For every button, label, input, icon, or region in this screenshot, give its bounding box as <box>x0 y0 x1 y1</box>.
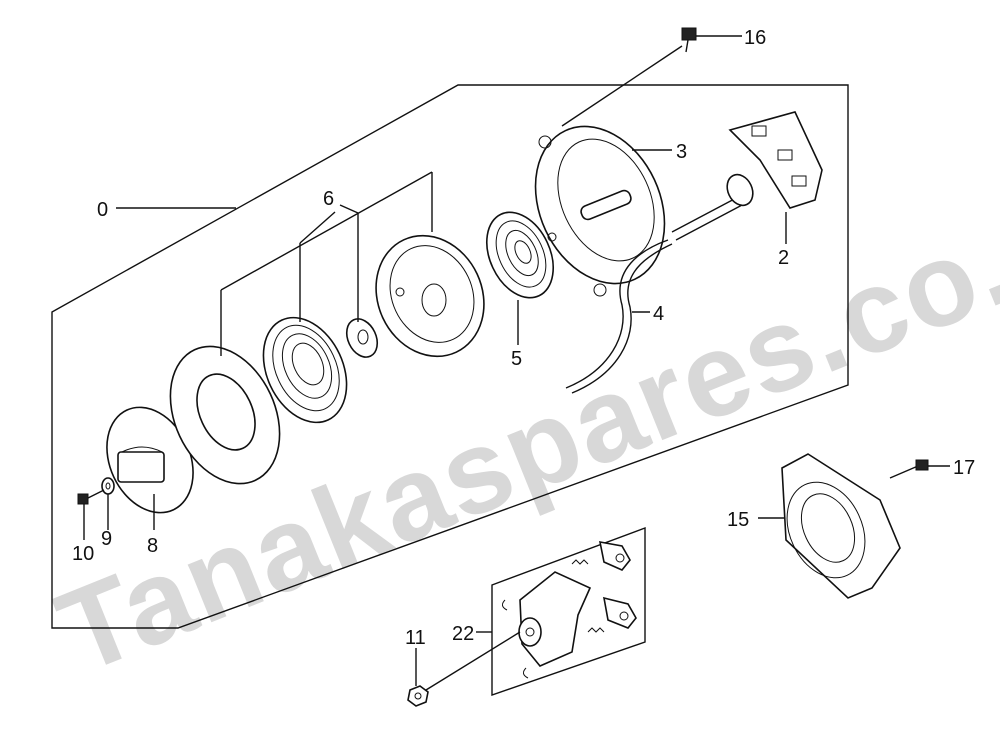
pawl-assembly-box <box>491 526 646 696</box>
ring-plate-part <box>169 345 281 485</box>
spring-case-part <box>262 316 348 424</box>
leader-line-16 <box>561 45 683 127</box>
starter-case-part <box>534 125 666 297</box>
bolt-part-16 <box>681 27 697 53</box>
fan-housing-part <box>781 453 901 599</box>
pawl-part-upper <box>598 541 631 571</box>
callout-8: 8 <box>147 535 158 557</box>
washer-part <box>101 477 115 495</box>
callout-9: 9 <box>101 528 112 550</box>
clip-part-lower <box>522 667 529 679</box>
bolt-part-17 <box>889 459 929 479</box>
clip-part-upper <box>501 599 508 611</box>
pawl-plate-part <box>518 571 592 667</box>
callout-6: 6 <box>323 188 334 210</box>
callout-5: 5 <box>511 348 522 370</box>
assembly-outline-box <box>51 84 849 629</box>
reel-drum-part <box>375 234 485 358</box>
callout-15: 15 <box>727 509 749 531</box>
small-washer-part <box>345 318 379 358</box>
pawl-spring-lower <box>587 627 605 633</box>
pawl-part-lower <box>602 596 637 629</box>
pawl-spring-upper <box>571 559 589 565</box>
callout-17: 17 <box>953 457 975 479</box>
callout-22: 22 <box>452 623 474 645</box>
nut-part <box>407 685 429 707</box>
callout-4: 4 <box>653 303 664 325</box>
recoil-spring-part <box>486 211 554 299</box>
callout-2: 2 <box>778 247 789 269</box>
leader-line-6 <box>220 171 433 291</box>
starter-handle-part <box>671 111 823 241</box>
screw-part <box>77 489 105 505</box>
callout-3: 3 <box>676 141 687 163</box>
callout-0: 0 <box>97 199 108 221</box>
callout-10: 10 <box>72 543 94 565</box>
starter-rope-part <box>565 239 669 389</box>
callout-16: 16 <box>744 27 766 49</box>
callout-11: 11 <box>405 627 426 649</box>
